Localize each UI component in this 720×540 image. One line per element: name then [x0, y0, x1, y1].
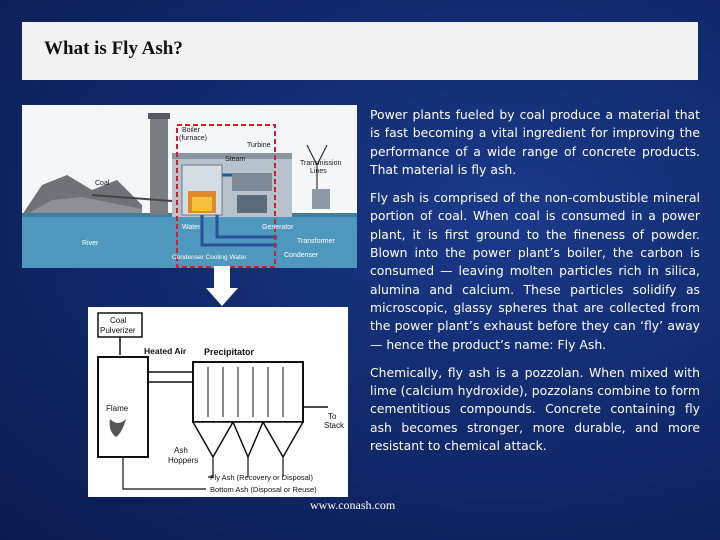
- label-turbine: Turbine: [247, 142, 271, 149]
- power-plant-diagram: Boiler (furnace) Turbine Steam Transmiss…: [22, 105, 357, 268]
- title-bar: What is Fly Ash?: [22, 22, 698, 80]
- label-to: To: [328, 412, 337, 421]
- label-heated-air: Heated Air: [144, 346, 187, 356]
- label-fly-ash: Fly Ash (Recovery or Disposal): [210, 473, 313, 482]
- label-furnace: (furnace): [179, 135, 207, 142]
- label-flame: Flame: [106, 404, 129, 413]
- label-precipitator: Precipitator: [204, 347, 255, 357]
- label-condenser-cooling-water: Condenser Cooling Water: [172, 254, 247, 261]
- label-pulverizer: Pulverizer: [100, 326, 136, 335]
- label-river: River: [82, 240, 99, 247]
- label-stack: Stack: [324, 421, 345, 430]
- label-bottom-ash: Bottom Ash (Disposal or Reuse): [210, 485, 317, 494]
- paragraph-2: Fly ash is comprised of the non-combusti…: [370, 190, 700, 352]
- label-hoppers: Hoppers: [168, 456, 198, 465]
- label-transformer: Transformer: [297, 238, 336, 245]
- paragraph-1: Power plants fueled by coal produce a ma…: [370, 107, 700, 177]
- label-boiler: Boiler: [182, 127, 201, 134]
- label-coal-pulverizer-coal: Coal: [110, 316, 127, 325]
- paragraph-3: Chemically, fly ash is a pozzolan. When …: [370, 364, 700, 454]
- label-steam: Steam: [225, 156, 245, 163]
- precipitator-diagram: Coal Pulverizer Flame Heated Air Precipi…: [88, 307, 348, 497]
- body-text: Power plants fueled by coal produce a ma…: [370, 106, 700, 465]
- label-condenser: Condenser: [284, 252, 319, 259]
- label-transmission: Transmission: [300, 160, 341, 167]
- label-coal: Coal: [95, 180, 110, 187]
- label-generator: Generator: [262, 224, 294, 231]
- down-arrow-icon: [206, 266, 238, 306]
- label-water: Water: [182, 224, 201, 231]
- label-lines: Lines: [310, 168, 327, 175]
- source-link[interactable]: www.conash.com: [310, 498, 396, 512]
- slide-title: What is Fly Ash?: [44, 38, 183, 59]
- label-ash: Ash: [174, 446, 188, 455]
